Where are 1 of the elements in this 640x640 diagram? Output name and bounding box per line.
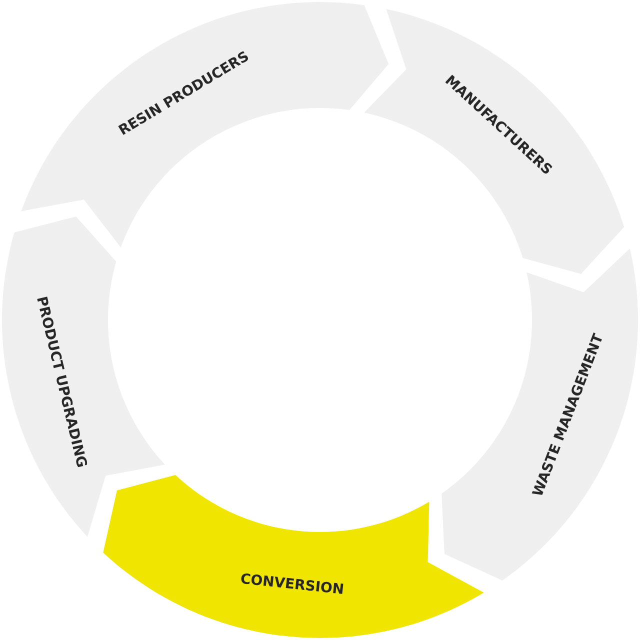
arrow-segment: CONVERSION <box>103 475 484 638</box>
